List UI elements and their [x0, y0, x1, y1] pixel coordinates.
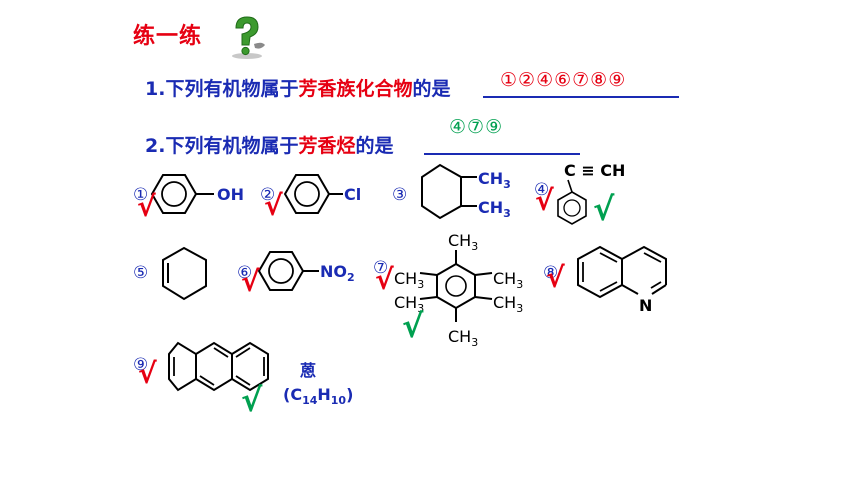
- no2-label: NO2: [320, 262, 355, 284]
- cl-label: Cl: [344, 185, 361, 204]
- compound-5-number: ⑤: [133, 263, 149, 283]
- question-2-prefix: 2.下列有机物属于: [145, 135, 299, 157]
- compound-8-quinoline: N: [577, 245, 667, 315]
- anthracene-name: 蒽: [300, 361, 317, 380]
- green-check-mark-7: √: [402, 307, 424, 345]
- ch3-right-lower: CH3: [493, 293, 523, 315]
- compound-3-number: ③: [392, 185, 408, 205]
- compound-9-number: ⑨: [133, 355, 149, 375]
- ch3-top: CH3: [448, 231, 478, 253]
- question-2-suffix: 的是: [355, 135, 394, 157]
- ch3-label-lower: CH3: [478, 198, 511, 220]
- compound-9-anthracene: [168, 341, 269, 392]
- compound-2-chlorobenzene: Cl: [283, 174, 361, 214]
- question-2: 2.下列有机物属于芳香烃的是: [145, 131, 393, 158]
- check-mark-4: √: [535, 184, 554, 217]
- compound-4-phenylacetylene: C ≡ CH: [557, 161, 625, 225]
- question-1-prefix: 1.下列有机物属于: [145, 78, 299, 100]
- compound-8-number: ⑧: [543, 263, 559, 283]
- ch3-bottom: CH3: [448, 327, 478, 349]
- check-mark-1: √: [137, 190, 156, 223]
- compound-1-number: ①: [133, 185, 149, 205]
- answer-1: ①②④⑥⑦⑧⑨: [500, 69, 627, 91]
- question-1-suffix: 的是: [412, 78, 451, 100]
- green-check-mark-4: √: [593, 190, 615, 228]
- compound-6-nitrobenzene: NO2: [257, 251, 355, 291]
- question-mark-icon: [232, 16, 265, 59]
- question-1-highlight: 芳香族化合物: [298, 78, 413, 100]
- question-2-highlight: 芳香烃: [298, 135, 356, 157]
- anthracene-formula: (C14H10): [283, 385, 354, 408]
- compound-7-number: ⑦: [373, 258, 389, 278]
- check-mark-8: √: [546, 261, 565, 294]
- compound-7-hexamethylbenzene: CH3 CH3 CH3 CH3 CH3 CH3: [394, 231, 523, 349]
- compound-6-number: ⑥: [237, 263, 253, 283]
- check-mark-6: √: [241, 265, 260, 298]
- question-1: 1.下列有机物属于芳香族化合物的是: [145, 74, 450, 101]
- answer-2: ④⑦⑨: [449, 116, 504, 138]
- page-title: 练一练: [133, 24, 203, 49]
- alkyne-label: C ≡ CH: [564, 161, 625, 180]
- n-label: N: [639, 296, 652, 315]
- check-mark-2: √: [264, 189, 283, 222]
- answer-1-blank: [483, 74, 679, 98]
- compound-3-dimethylcyclohexane: CH3 CH3: [421, 163, 511, 220]
- compound-1-phenol: OH: [150, 174, 244, 214]
- compound-2-number: ②: [260, 185, 276, 205]
- check-mark-9: √: [138, 357, 157, 390]
- oh-label: OH: [217, 185, 244, 204]
- ch3-left-lower: CH3: [394, 293, 424, 315]
- answer-2-blank: [424, 131, 580, 155]
- ch3-right-upper: CH3: [493, 269, 523, 291]
- ch3-label-upper: CH3: [478, 169, 511, 191]
- compound-4-number: ④: [534, 180, 550, 200]
- compound-5-cyclohexene: [162, 246, 207, 301]
- ch3-left-upper: CH3: [394, 269, 424, 291]
- check-mark-7: √: [375, 263, 394, 296]
- green-check-mark-9: √: [241, 381, 263, 419]
